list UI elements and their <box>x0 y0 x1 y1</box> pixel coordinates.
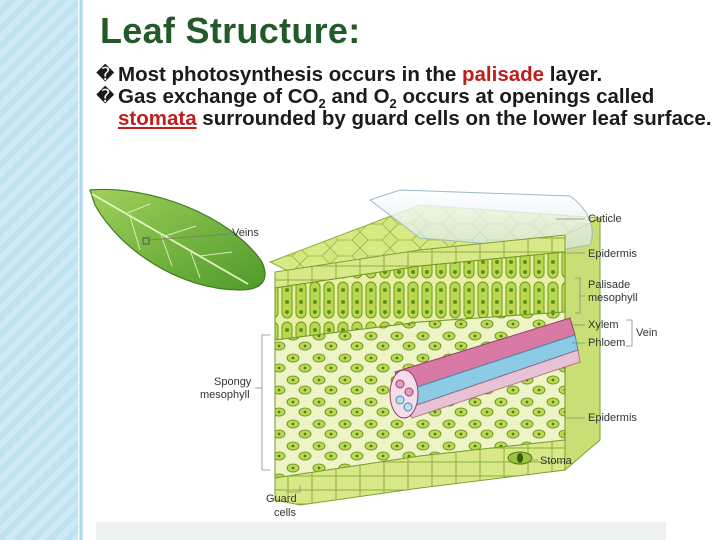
leaf-cross-section-figure: Veins Cuticle Epidermis Palisade mesophy… <box>89 188 657 519</box>
bullet-2-text-b: and O <box>325 85 390 108</box>
label-epidermis-bottom: Epidermis <box>588 412 637 424</box>
tissue-block <box>268 189 602 506</box>
palisade-highlight: palisade <box>462 64 545 86</box>
label-spongy-line1: Spongy <box>214 376 252 388</box>
label-vein: Vein <box>636 327 657 339</box>
label-palisade-line1: Palisade <box>588 279 630 291</box>
leaf-illustration <box>89 188 266 291</box>
label-guard-line1: Guard <box>266 493 297 505</box>
label-phloem: Phloem <box>588 337 625 349</box>
subscript-2: 2 <box>389 96 397 112</box>
figure-labels: Veins Cuticle Epidermis Palisade mesophy… <box>200 213 657 519</box>
label-cuticle: Cuticle <box>588 213 622 225</box>
decorative-side-band <box>0 0 78 540</box>
leader-lines <box>255 218 633 493</box>
figure-bottom-strip <box>96 522 666 540</box>
stomata-highlight: stomata <box>118 107 197 130</box>
bullet-1-end: layer. <box>544 64 603 86</box>
label-xylem: Xylem <box>588 319 619 331</box>
bullet-1: � Most photosynthesis occurs in the pali… <box>96 64 712 86</box>
bullet-mark: � <box>96 64 115 85</box>
decorative-side-line <box>78 0 84 540</box>
label-palisade-line2: mesophyll <box>588 292 638 304</box>
slide-body: � Most photosynthesis occurs in the pali… <box>96 64 712 176</box>
label-veins: Veins <box>232 227 259 239</box>
slide-title: Leaf Structure: <box>100 10 361 51</box>
label-epidermis-top: Epidermis <box>588 248 637 260</box>
bullet-2-text: Gas exchange of CO <box>118 85 319 108</box>
bullet-2: � Gas exchange of CO2 and O2 occurs at o… <box>96 86 712 130</box>
label-stoma: Stoma <box>540 455 573 467</box>
bullet-1-text: Most photosynthesis occurs in the <box>118 64 462 86</box>
bullet-2-text-c: occurs at openings called <box>396 85 655 108</box>
label-spongy-line2: mesophyll <box>200 389 250 401</box>
bullet-2-text-d: surrounded by guard cells on the lower l… <box>196 107 712 130</box>
bullet-mark: � <box>96 86 115 107</box>
label-guard-line2: cells <box>274 507 297 519</box>
subscript-2: 2 <box>318 96 326 112</box>
